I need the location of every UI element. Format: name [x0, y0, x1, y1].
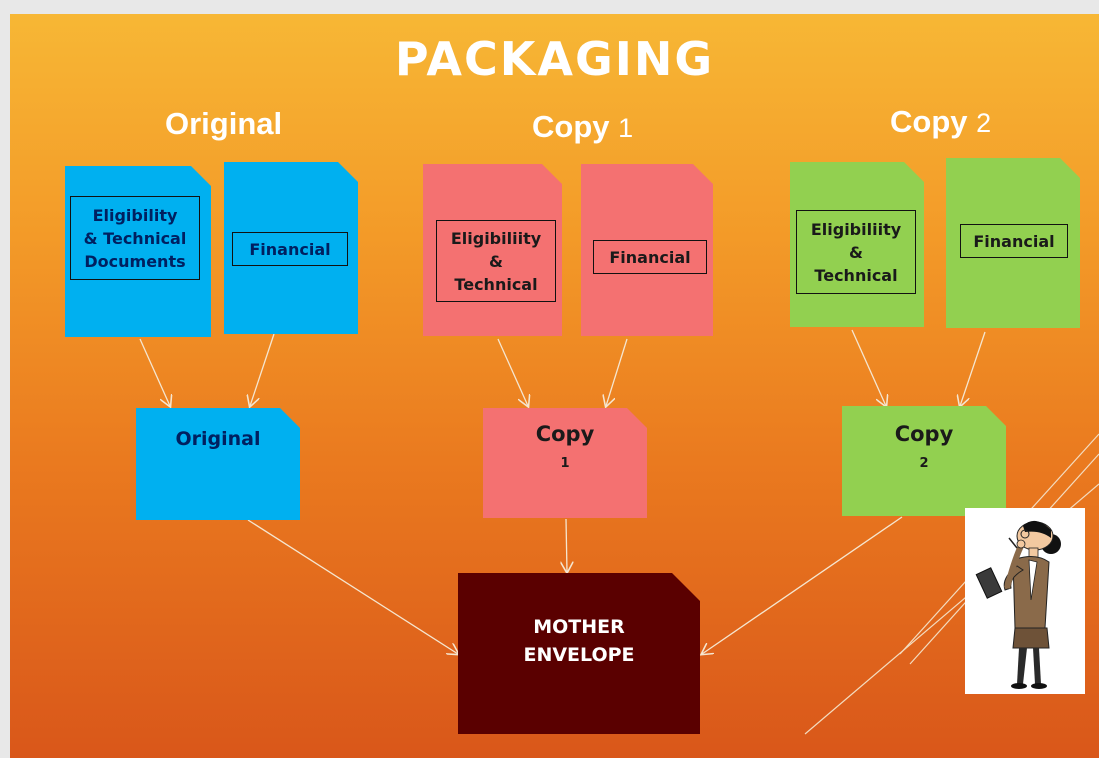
column-heading-copy1: Copy 1	[532, 109, 633, 145]
arrow-line	[250, 333, 275, 406]
doc-label: Financial	[593, 240, 707, 274]
original-financial-doc: Financial	[224, 162, 358, 334]
column-heading-number: 1	[618, 113, 634, 143]
arrow-line	[960, 331, 986, 406]
mother-envelope-label: MOTHER ENVELOPE	[458, 613, 700, 669]
doc-label: Eligibiliity & Technical	[436, 220, 556, 302]
mother-envelope-line: ENVELOPE	[523, 644, 635, 666]
doc-label: Eligibility & Technical Documents	[70, 196, 200, 280]
doc-label-line: & Technical	[83, 228, 187, 248]
arrow-line	[247, 519, 458, 654]
bundle-number: 2	[919, 456, 929, 471]
column-heading-copy2: Copy 2	[890, 104, 991, 140]
arrow-line	[851, 329, 886, 406]
mother-envelope-line: MOTHER	[533, 616, 625, 638]
doc-label: Financial	[960, 224, 1068, 258]
copy2-eligibility-doc: Eligibiliity & Technical	[790, 162, 924, 327]
doc-label-line: Eligibiliity	[810, 219, 902, 239]
column-heading-text: Original	[165, 106, 283, 141]
copy1-eligibility-doc: Eligibiliity & Technical	[423, 164, 562, 336]
arrow-line	[702, 516, 903, 654]
original-bundle: Original	[136, 408, 300, 520]
arrow-line	[139, 338, 170, 406]
doc-label-line: Eligibiliity	[450, 228, 542, 248]
column-heading-text: Copy	[532, 109, 610, 144]
doc-label-line: Documents	[84, 251, 186, 271]
copy2-financial-doc: Financial	[946, 158, 1080, 328]
column-heading-original: Original	[165, 106, 282, 142]
column-heading-number: 2	[976, 108, 992, 138]
doc-label-line: &	[489, 251, 503, 271]
bundle-label: Copy	[894, 422, 954, 446]
doc-label: Eligibiliity & Technical	[796, 210, 916, 294]
original-eligibility-doc: Eligibility & Technical Documents	[65, 166, 211, 337]
doc-label-line: &	[849, 242, 863, 262]
slide-title: PACKAGING	[394, 32, 715, 86]
bundle-number: 1	[560, 456, 570, 471]
column-heading-text: Copy	[890, 104, 968, 139]
copy2-bundle: Copy 2	[842, 406, 1006, 516]
doc-label-line: Technical	[814, 265, 898, 285]
copy1-bundle: Copy 1	[483, 408, 647, 518]
doc-label-line: Technical	[454, 274, 538, 294]
copy1-financial-doc: Financial	[581, 164, 713, 336]
doc-label: Financial	[232, 232, 348, 266]
bundle-label: Copy	[535, 422, 595, 446]
slide: PACKAGING Original Copy 1 Copy 2	[10, 14, 1099, 758]
mother-envelope: MOTHER ENVELOPE	[458, 573, 700, 734]
arrow-line	[606, 338, 628, 406]
thinking-businesswoman-illustration	[965, 508, 1085, 694]
bundle-label: Original	[175, 428, 261, 450]
doc-label-line: Eligibility	[92, 205, 178, 225]
arrow-line	[497, 338, 528, 406]
arrow-line	[566, 518, 567, 572]
